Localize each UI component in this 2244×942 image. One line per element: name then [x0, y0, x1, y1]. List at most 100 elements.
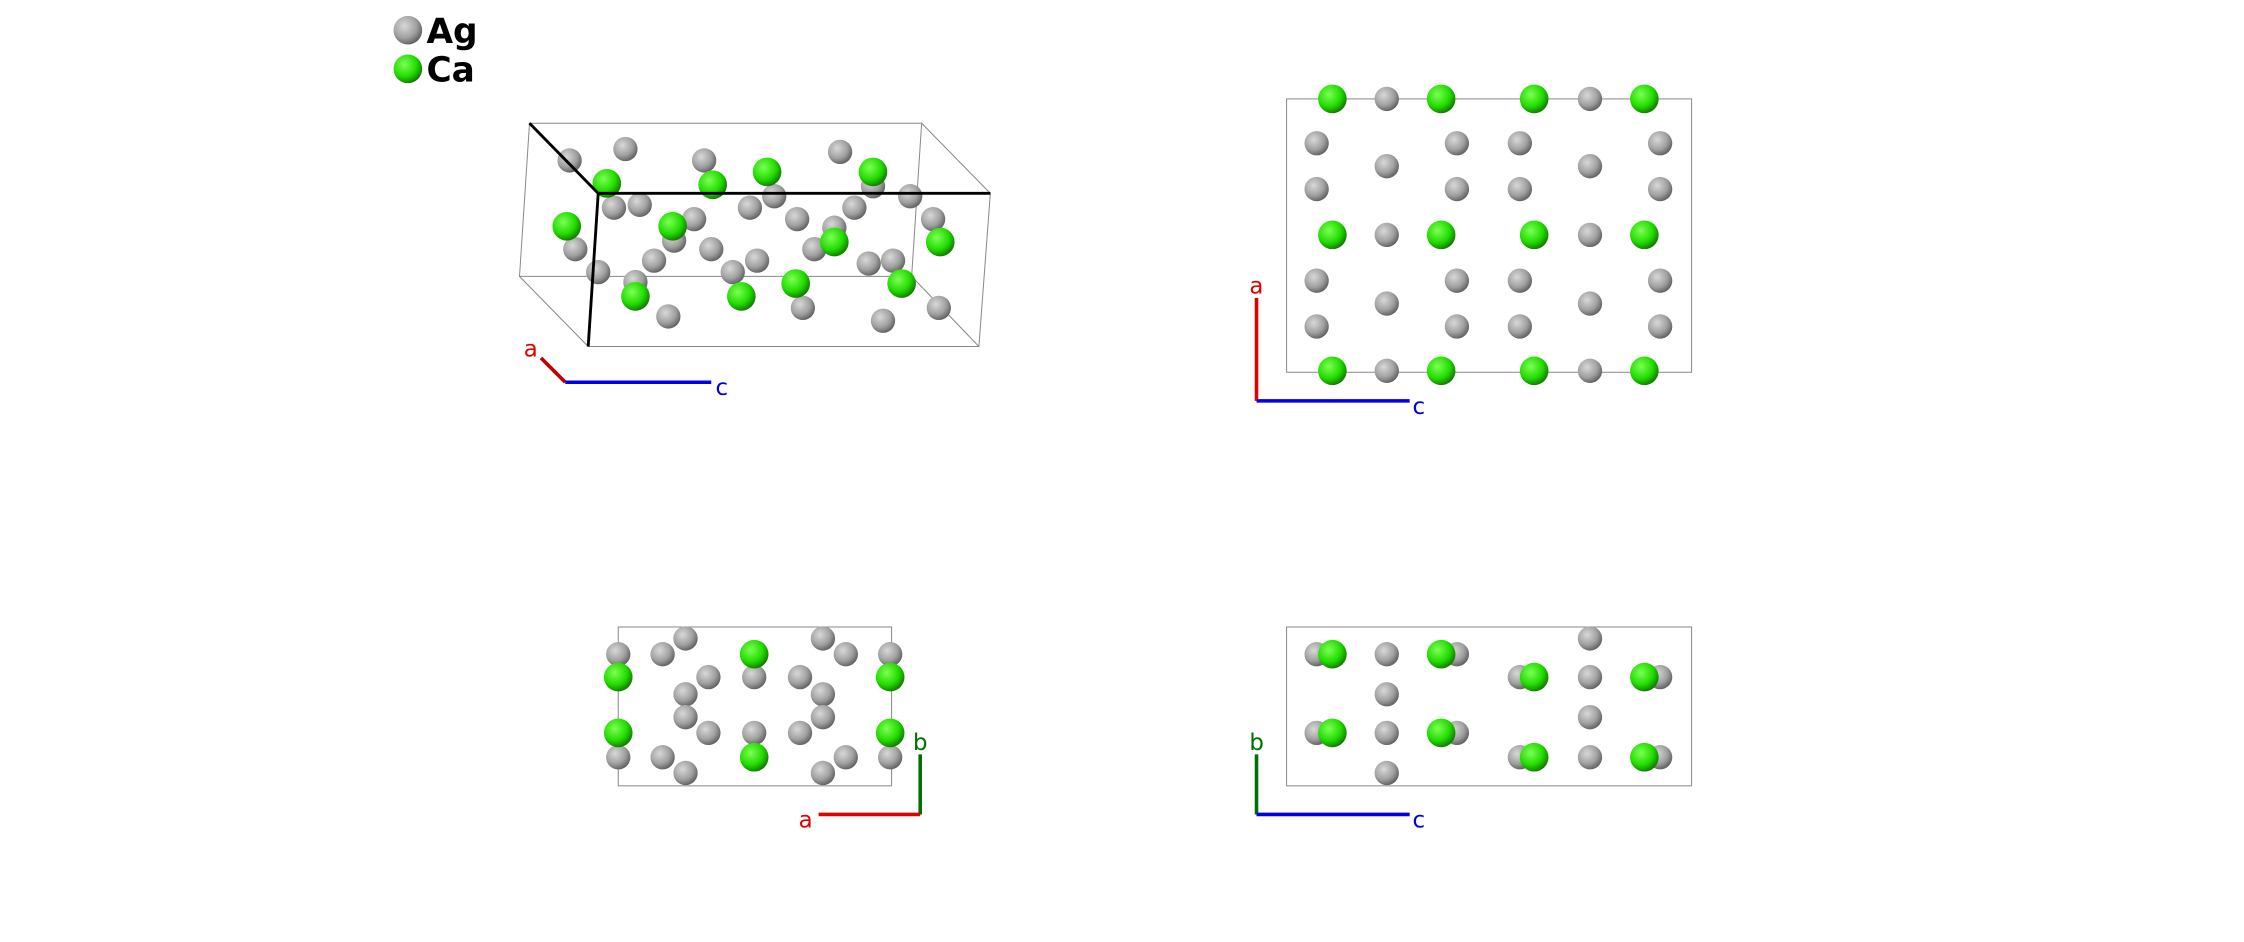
atom-ca: [820, 227, 849, 257]
atom-ca: [1426, 639, 1456, 669]
axis-c-label: c: [1413, 394, 1426, 420]
atom-ca: [887, 269, 916, 298]
atom-ca: [621, 282, 650, 311]
legend-ag-label: Ag: [426, 12, 477, 52]
legend: Ag Ca: [393, 12, 478, 91]
atoms-ba-view: [603, 626, 905, 786]
axis-a-label: a: [799, 807, 813, 833]
atom-ag: [877, 642, 903, 667]
atom-ca: [1318, 639, 1347, 669]
atom-ag: [1577, 626, 1603, 651]
atom-ag: [1647, 268, 1673, 293]
atom-ag: [681, 206, 707, 232]
atom-ca: [552, 211, 582, 241]
atom-ag: [720, 259, 745, 285]
panel-perspective: a c: [518, 122, 991, 401]
axis-a-line: [539, 356, 567, 384]
axis-c-label: c: [1413, 807, 1426, 833]
atom-ca: [1630, 84, 1659, 114]
atom-ag: [586, 259, 611, 285]
atom-ag: [1374, 154, 1399, 179]
atom-ca: [1630, 742, 1659, 772]
atom-ag: [656, 304, 681, 329]
atom-ca: [875, 662, 905, 692]
atom-ca: [1630, 220, 1659, 250]
atom-ag: [613, 136, 638, 162]
atom-ag: [1647, 176, 1673, 202]
atom-ag: [650, 745, 675, 770]
atom-ag: [784, 206, 810, 232]
atom-ag: [810, 704, 836, 730]
atom-ca: [1519, 662, 1549, 692]
atom-ag: [742, 720, 767, 746]
atom-ag: [557, 148, 582, 173]
atom-ag: [1374, 760, 1399, 786]
atom-ca: [1630, 356, 1659, 386]
atom-ca: [1318, 220, 1347, 250]
atom-ca: [1519, 220, 1549, 250]
atom-ag: [1444, 268, 1470, 293]
atom-ca: [739, 639, 769, 669]
atom-ca: [658, 211, 687, 241]
atom-ag: [1577, 704, 1603, 730]
axis-a-label: a: [524, 337, 538, 363]
axis-b-label: b: [1249, 730, 1264, 756]
atom-ag: [762, 184, 787, 209]
legend-ca-label: Ca: [426, 51, 474, 91]
atom-ag: [926, 295, 951, 321]
atom-ag: [787, 720, 813, 746]
atom-ca: [1426, 84, 1456, 114]
atom-ag: [790, 295, 816, 321]
atom-ag: [833, 642, 858, 667]
atom-ag: [787, 664, 813, 690]
atom-ag: [601, 195, 627, 220]
atom-ag: [1444, 314, 1470, 339]
atom-ag: [1577, 154, 1603, 179]
atom-ag: [737, 195, 763, 220]
atom-ag: [606, 642, 631, 667]
atom-ca: [739, 742, 769, 772]
atom-ag: [1647, 131, 1673, 156]
atom-ag: [1647, 314, 1673, 339]
atom-ag: [673, 704, 698, 730]
atom-ca: [1519, 742, 1549, 772]
atoms-ac-view: [1304, 84, 1673, 386]
atom-ca: [1318, 356, 1347, 386]
atom-ca: [1519, 356, 1549, 386]
atom-ag: [673, 682, 698, 707]
atom-ca: [875, 718, 905, 748]
atom-ca: [781, 269, 811, 298]
atom-ag: [1507, 314, 1533, 339]
legend-ca-swatch: [393, 54, 423, 84]
atom-ag: [691, 148, 717, 173]
atom-ag: [742, 664, 767, 690]
atoms-perspective: [552, 136, 955, 333]
atom-ag: [1374, 291, 1399, 316]
atom-ca: [592, 169, 622, 198]
atom-ag: [744, 248, 770, 273]
atom-ag: [842, 195, 867, 220]
atom-ca: [925, 227, 955, 257]
atom-ag: [1374, 86, 1399, 112]
atom-ca: [1426, 356, 1456, 386]
atom-ag: [1304, 314, 1329, 339]
atom-ag: [673, 626, 698, 651]
legend-ag-swatch: [393, 15, 423, 45]
atom-ag: [1374, 682, 1399, 707]
atom-ag: [1374, 358, 1399, 383]
atom-ca: [1318, 84, 1347, 114]
panel-ba-view: b a: [603, 626, 928, 833]
atom-ag: [870, 308, 896, 333]
atom-ag: [1577, 358, 1603, 383]
atom-ag: [606, 745, 631, 770]
atom-ag: [1507, 176, 1533, 202]
atom-ca: [603, 718, 633, 748]
atom-ag: [1577, 745, 1603, 770]
atom-ag: [1374, 642, 1399, 667]
atom-ag: [696, 664, 721, 690]
atom-ag: [1507, 268, 1533, 293]
atom-ag: [880, 248, 906, 273]
atom-ag: [827, 139, 853, 165]
atom-ag: [563, 237, 588, 262]
